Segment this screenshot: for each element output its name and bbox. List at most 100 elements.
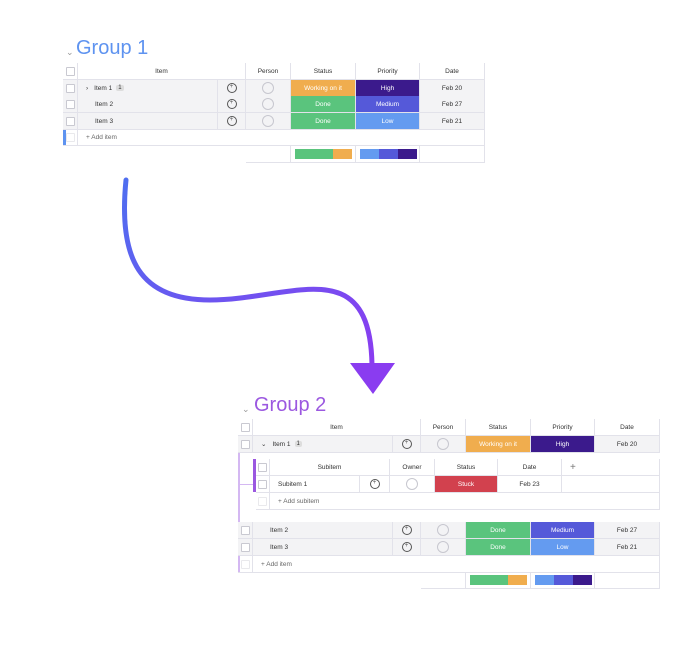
item-name: Item 2 [270,526,289,534]
group1-title[interactable]: Group 1 [76,37,149,59]
date-cell[interactable]: Feb 27 [595,522,660,539]
add-update-icon[interactable]: + [401,542,412,552]
row-checkbox[interactable] [238,436,253,453]
status-pill[interactable]: Done [466,539,531,556]
column-header-date: Date [420,63,485,80]
checkbox[interactable] [65,116,75,126]
subitem-date-cell[interactable]: Feb 23 [498,476,562,493]
checkbox[interactable] [240,422,250,432]
person-avatar-icon[interactable] [262,82,274,94]
status-pill[interactable]: Working on it [466,436,531,453]
date-cell[interactable]: Feb 21 [595,539,660,556]
expand-toggle-icon[interactable]: ⌄ [261,441,267,448]
column-header-person: Person [421,419,466,436]
summary-person [421,572,466,589]
subitem-select-all[interactable] [256,459,270,476]
updates-cell[interactable]: + [218,96,246,113]
updates-cell[interactable]: + [218,113,246,130]
checkbox[interactable] [65,66,75,76]
person-cell[interactable] [246,113,291,130]
column-header-status: Status [466,419,531,436]
priority-pill[interactable]: Low [356,113,420,130]
date-cell[interactable]: Feb 27 [420,96,485,113]
arrow-curve [121,177,375,368]
priority-pill[interactable]: Low [531,539,595,556]
checkbox[interactable] [65,83,75,93]
checkbox[interactable] [240,542,250,552]
priority-pill[interactable]: High [531,436,595,453]
checkbox [65,132,75,142]
item-name: Item 3 [270,543,289,551]
checkbox[interactable] [240,525,250,535]
add-subitem-checkbox [256,493,270,510]
person-avatar-icon[interactable] [437,438,449,450]
updates-cell[interactable]: + [393,539,421,556]
row-checkbox[interactable] [63,96,78,113]
person-cell[interactable] [421,522,466,539]
person-cell[interactable] [421,539,466,556]
add-update-icon[interactable]: + [401,439,412,449]
subitem-count-badge[interactable]: 1 [294,441,302,447]
column-header-subitem: Subitem [270,459,390,476]
status-pill[interactable]: Done [291,113,356,130]
priority-pill[interactable]: Medium [531,522,595,539]
person-avatar-icon[interactable] [262,115,274,127]
row-checkbox[interactable] [238,522,253,539]
item-name-cell[interactable]: Item 3 [78,113,218,130]
summary-date [420,146,485,163]
item-name-cell[interactable]: Item 3 [253,539,393,556]
person-cell[interactable] [421,436,466,453]
subitem-status-pill[interactable]: Stuck [435,476,498,493]
add-update-icon[interactable]: + [401,525,412,535]
select-all-checkbox[interactable] [63,63,78,80]
checkbox[interactable] [240,439,250,449]
date-cell[interactable]: Feb 21 [420,113,485,130]
owner-avatar-icon[interactable] [406,478,418,490]
row-checkbox[interactable] [63,113,78,130]
status-pill[interactable]: Done [291,96,356,113]
subitem-name[interactable]: Subitem 1 [270,476,360,493]
select-all-checkbox[interactable] [238,419,253,436]
subitem-empty-cell [562,476,660,493]
checkbox[interactable] [258,462,267,472]
date-cell[interactable]: Feb 20 [595,436,660,453]
row-checkbox[interactable] [238,539,253,556]
group2-title[interactable]: Group 2 [254,394,327,416]
item-name: Item 1 [94,84,113,92]
status-summary [291,146,356,163]
updates-cell[interactable]: + [393,436,421,453]
group2-collapse-icon[interactable]: ⌄ [242,404,250,414]
updates-cell[interactable]: + [393,522,421,539]
column-header-status: Status [291,63,356,80]
expand-toggle-icon[interactable]: › [86,84,89,92]
add-update-icon[interactable]: + [226,116,237,126]
person-avatar-icon[interactable] [437,524,449,536]
group1-collapse-icon[interactable]: ⌄ [66,47,74,57]
person-avatar-icon[interactable] [262,98,274,110]
add-column-button[interactable]: + [562,459,660,476]
add-subitem-button[interactable]: + Add subitem [270,493,660,510]
subitem-count-badge[interactable]: 1 [116,85,124,91]
checkbox[interactable] [258,479,267,489]
item-name-cell[interactable]: Item 2 [253,522,393,539]
summary-segment [470,575,509,585]
priority-pill[interactable]: Medium [356,96,420,113]
add-update-icon[interactable]: + [226,99,237,109]
checkbox[interactable] [65,99,75,109]
column-header-person: Person [246,63,291,80]
summary-segment [378,149,398,159]
subitem-updates-cell[interactable]: + [360,476,390,493]
owner-cell[interactable] [390,476,435,493]
summary-segment [333,149,352,159]
person-avatar-icon[interactable] [437,541,449,553]
item-name-cell[interactable]: Item 2 [78,96,218,113]
priority-summary [531,572,595,589]
add-update-icon[interactable]: + [369,479,380,489]
add-item-button[interactable]: + Add item [78,129,485,146]
add-update-icon[interactable]: + [226,83,237,93]
add-item-button[interactable]: + Add item [253,556,660,573]
status-pill[interactable]: Done [466,522,531,539]
subitem-checkbox[interactable] [256,476,270,493]
person-cell[interactable] [246,96,291,113]
